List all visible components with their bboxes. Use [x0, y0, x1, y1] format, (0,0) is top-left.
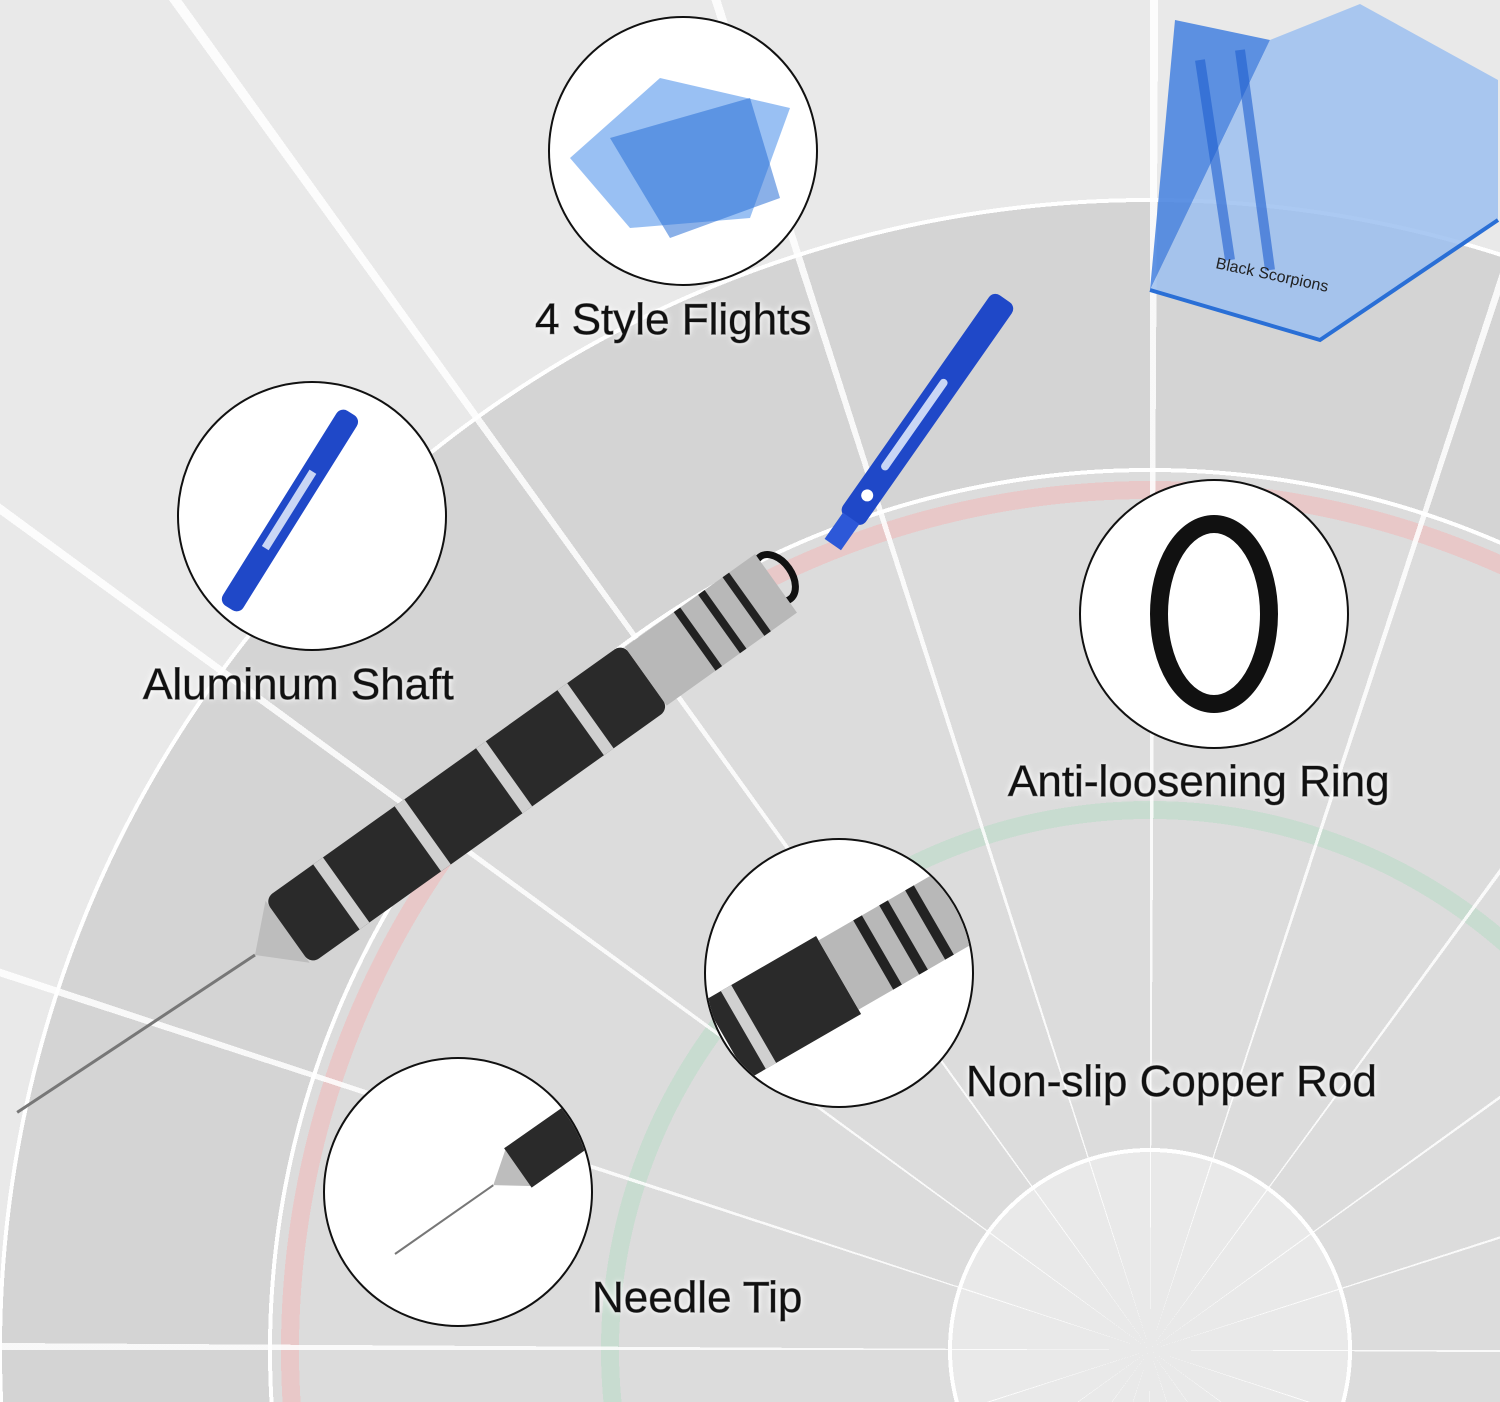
ring-detail-circle: [1079, 479, 1349, 749]
flight-large: Black Scorpions: [1149, 4, 1500, 343]
shaft-icon: [221, 409, 359, 612]
shaft: [824, 293, 1014, 551]
label-rod: Non-slip Copper Rod: [966, 1057, 1378, 1107]
label-shaft: Aluminum Shaft: [143, 660, 455, 710]
barrel: [16, 554, 797, 1114]
flights-detail-circle: [548, 16, 818, 286]
rod-detail-circle: [704, 838, 974, 1108]
flight-icon: [570, 78, 790, 238]
needle-tip-icon: [394, 1102, 591, 1255]
label-tip: Needle Tip: [591, 1273, 803, 1323]
label-ring: Anti-loosening Ring: [1008, 757, 1391, 807]
barrel-icon: [706, 850, 972, 1079]
shaft-detail-circle: [177, 381, 447, 651]
label-flights: 4 Style Flights: [534, 295, 812, 345]
tip-detail-circle: [323, 1057, 593, 1327]
o-ring-icon: [1150, 515, 1278, 713]
